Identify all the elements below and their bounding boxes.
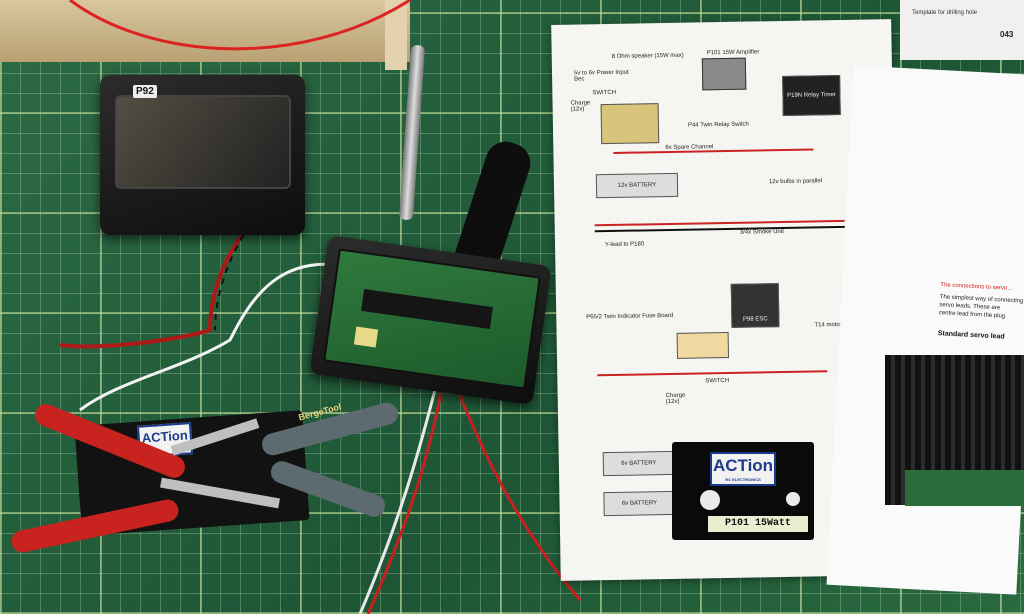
- instruction-sheet: The connections to servo... The simplest…: [826, 65, 1024, 595]
- schematic-wire: [594, 225, 845, 233]
- white-wire: [79, 262, 356, 412]
- wood-edge: [385, 0, 407, 70]
- sheet-line: The connections to servo...: [940, 282, 1013, 292]
- schematic-label: Charge (12v): [570, 100, 591, 113]
- corner-code: 043: [1000, 30, 1014, 39]
- p92-label: P92: [133, 85, 157, 98]
- schematic-label: 5v to 6v Power Input Bec: [573, 69, 629, 83]
- schematic-label: Charge (12v): [665, 392, 686, 406]
- panel-logo-sub: RC ELECTRONICS: [725, 477, 761, 482]
- panel-hole-left: [700, 490, 720, 510]
- panel-model-label: P101 15Watt: [708, 516, 808, 532]
- schematic-battery-6v-1: 6v BATTERY: [602, 450, 676, 477]
- schematic-board: [600, 103, 660, 145]
- top-red-wire: [69, 0, 411, 51]
- schematic-label: 8 Ohm speaker (15W max): [611, 52, 684, 60]
- panel-hole-right: [786, 492, 800, 506]
- schematic-fuse-board: [676, 331, 730, 359]
- servo-wire-red: [366, 369, 447, 614]
- panel-logo-text: ACTion: [712, 456, 774, 475]
- schematic-label: 12v bulbs in parallel: [768, 178, 823, 186]
- panel-logo: ACTion RC ELECTRONICS: [710, 452, 776, 486]
- twisted-red-wire: [59, 223, 252, 349]
- schematic-battery-6v-2: 6v BATTERY: [603, 490, 676, 517]
- schematic-label: T14 motor: [814, 321, 842, 329]
- top-note: Template for drilling hole: [912, 10, 978, 16]
- sheet-heading: Standard servo lead: [937, 330, 1005, 341]
- top-note-sheet: Template for drilling hole 043: [900, 0, 1024, 60]
- schematic-amplifier: [701, 57, 747, 91]
- header-connector: [353, 326, 379, 348]
- schematic-label: P44 Twin Relay Switch: [687, 121, 749, 129]
- schematic-wire: [597, 370, 828, 377]
- schematic-wire: [594, 219, 845, 227]
- esc-board: [905, 470, 1024, 506]
- schematic-label: SWITCH: [592, 89, 617, 97]
- twisted-black-wire: [214, 224, 251, 331]
- p92-clear-lid: [115, 95, 291, 189]
- schematic-label: P101 15W Amplifier: [706, 49, 760, 57]
- schematic-battery-12v: 12v BATTERY: [595, 172, 679, 199]
- schematic-label: SWITCH: [705, 377, 730, 385]
- schematic-label: 3/4x Smoke Unit: [739, 228, 784, 236]
- schematic-relay-timer: P19N Relay Timer: [782, 74, 841, 116]
- schematic-wire: [613, 148, 814, 154]
- schematic-label: P65/2 Twin Indicator Fuse Board: [586, 312, 674, 321]
- servo-wire-white: [358, 369, 442, 614]
- servo-wire-red-2: [448, 369, 582, 601]
- schematic-esc: P98 ESC: [730, 283, 780, 328]
- schematic-label: Y-lead to P180: [604, 241, 645, 249]
